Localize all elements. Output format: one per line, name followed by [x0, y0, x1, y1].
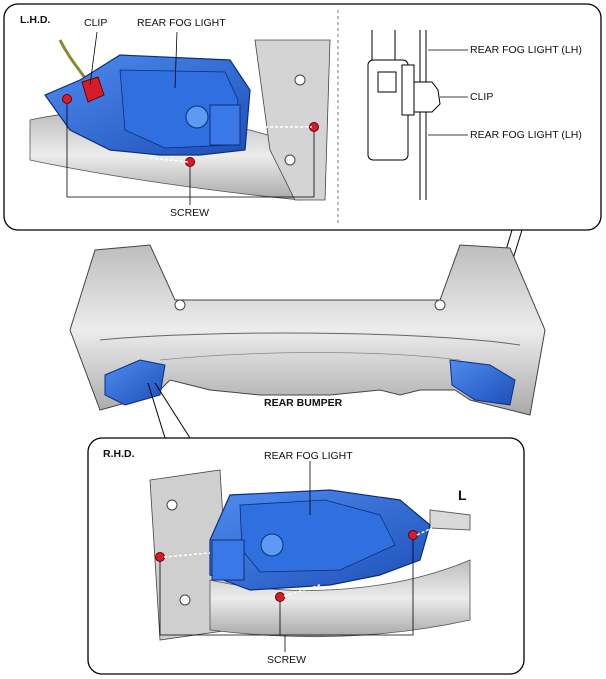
rhd-bumper-bar: [429, 509, 471, 531]
rhd-panel: L: [87, 437, 525, 675]
bumper-hole: [174, 299, 186, 311]
lhd-screw-left: [62, 94, 72, 104]
lhd-screw-label: SCREW: [170, 207, 210, 219]
lhd-panel: [3, 3, 602, 231]
rhd-partial-glyph: L: [458, 487, 467, 503]
lhd-bumper-hole: [284, 154, 296, 166]
detail-fog-light-bottom-label: REAR FOG LIGHT (LH): [470, 129, 582, 141]
detail-fog-light-flange: [401, 64, 415, 116]
detail-fog-light-tab: [377, 71, 397, 93]
detail-clip: [413, 81, 441, 113]
rhd-fog-light-socket: [260, 533, 284, 557]
rhd-bumper-hole: [179, 594, 191, 606]
rhd-screw-label: SCREW: [267, 654, 307, 666]
rhd-screw-left: [155, 552, 165, 562]
lhd-title: L.H.D.: [20, 14, 51, 26]
bumper-hole: [434, 299, 446, 311]
rhd-screw-path: [283, 584, 321, 597]
bumper-crease: [159, 352, 461, 361]
rhd-fog-light-connector: [211, 539, 245, 581]
lhd-screw-bracket: [66, 104, 315, 198]
rhd-screw-bracket: [159, 540, 414, 636]
rhd-screw-path: [416, 527, 433, 536]
lhd-fog-light-connector: [209, 104, 241, 146]
rear-bumper-overview: [69, 244, 546, 416]
rear-bumper-body: [69, 244, 546, 416]
rhd-bumper-section: [209, 559, 471, 637]
lhd-clip-marker: [81, 76, 105, 103]
lhd-screw-path: [149, 157, 189, 163]
detail-fog-light-stem: [371, 30, 396, 60]
rhd-title: R.H.D.: [103, 448, 135, 460]
detail-clip-label: CLIP: [470, 91, 494, 103]
bumper-lhd-fog-light: [449, 359, 516, 406]
rhd-screw-bottom: [275, 592, 285, 602]
rhd-fog-light-label: REAR FOG LIGHT: [264, 450, 353, 462]
rhd-screw-right: [408, 530, 418, 540]
bumper-rhd-fog-light: [104, 359, 166, 406]
lhd-screw-right: [309, 122, 319, 132]
rhd-bumper-hole: [166, 499, 178, 511]
rhd-screw-path: [163, 552, 211, 558]
rear-bumper-label: REAR BUMPER: [264, 397, 343, 409]
lhd-clip-label: CLIP: [84, 17, 108, 29]
lhd-fog-light-label: REAR FOG LIGHT: [137, 17, 226, 29]
detail-fog-light-top-label: REAR FOG LIGHT (LH): [470, 44, 582, 56]
bumper-crease: [99, 332, 521, 346]
lhd-fog-light-socket: [185, 105, 209, 129]
lhd-bumper-hole: [294, 74, 306, 86]
lhd-bumper-side: [254, 39, 331, 201]
lhd-fog-light-leader: [174, 31, 178, 89]
lhd-clip-leader: [89, 31, 98, 86]
